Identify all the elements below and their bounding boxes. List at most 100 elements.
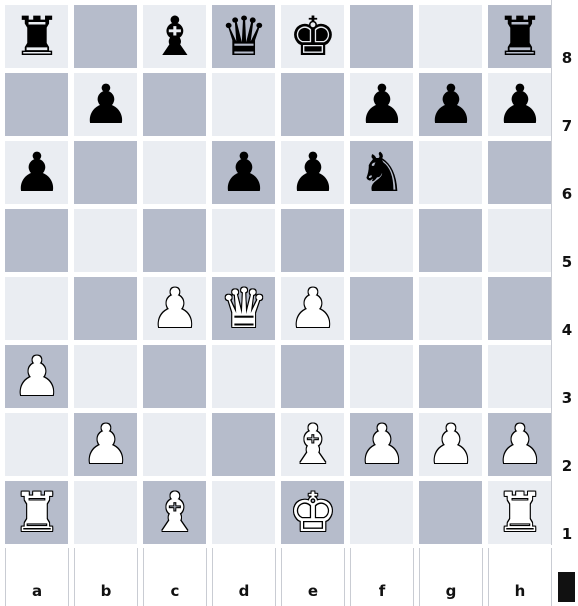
white-king-icon[interactable]: ♚ [281, 481, 345, 545]
square-g3[interactable] [419, 345, 483, 409]
square-a3[interactable]: ♟ [5, 345, 69, 409]
white-rook-icon[interactable]: ♜ [5, 481, 69, 545]
side-to-move-box [552, 545, 578, 603]
white-pawn-icon[interactable]: ♟ [419, 413, 483, 477]
square-d6[interactable]: ♟ [212, 141, 276, 205]
square-f8[interactable] [350, 5, 414, 69]
black-pawn-icon[interactable]: ♟ [488, 73, 552, 137]
square-a6[interactable]: ♟ [5, 141, 69, 205]
square-h2[interactable]: ♟ [488, 413, 552, 477]
square-h8[interactable]: ♜ [488, 5, 552, 69]
square-d1[interactable] [212, 481, 276, 545]
square-e2[interactable]: ♝ [281, 413, 345, 477]
square-c8[interactable]: ♝ [143, 5, 207, 69]
square-h3[interactable] [488, 345, 552, 409]
square-b5[interactable] [74, 209, 138, 273]
square-h1[interactable]: ♜ [488, 481, 552, 545]
square-a5[interactable] [5, 209, 69, 273]
square-f1[interactable] [350, 481, 414, 545]
file-label-e: e [282, 582, 344, 600]
square-g7[interactable]: ♟ [419, 73, 483, 137]
square-a2[interactable] [5, 413, 69, 477]
square-b6[interactable] [74, 141, 138, 205]
white-queen-icon[interactable]: ♛ [212, 277, 276, 341]
black-rook-icon[interactable]: ♜ [488, 5, 552, 69]
square-c4[interactable]: ♟ [143, 277, 207, 341]
white-rook-icon[interactable]: ♜ [488, 481, 552, 545]
square-h6[interactable] [488, 141, 552, 205]
square-a1[interactable]: ♜ [5, 481, 69, 545]
square-c3[interactable] [143, 345, 207, 409]
square-b4[interactable] [74, 277, 138, 341]
square-b7[interactable]: ♟ [74, 73, 138, 137]
square-c7[interactable] [143, 73, 207, 137]
square-d7[interactable] [212, 73, 276, 137]
black-pawn-icon[interactable]: ♟ [74, 73, 138, 137]
black-bishop-icon[interactable]: ♝ [143, 5, 207, 69]
square-e7[interactable] [281, 73, 345, 137]
square-g2[interactable]: ♟ [419, 413, 483, 477]
square-b8[interactable] [74, 5, 138, 69]
black-pawn-icon[interactable]: ♟ [281, 141, 345, 205]
black-rook-icon[interactable]: ♜ [5, 5, 69, 69]
square-c5[interactable] [143, 209, 207, 273]
rank-label-5: 5 [552, 253, 578, 271]
square-h7[interactable]: ♟ [488, 73, 552, 137]
black-pawn-icon[interactable]: ♟ [350, 73, 414, 137]
white-pawn-icon[interactable]: ♟ [281, 277, 345, 341]
square-f2[interactable]: ♟ [350, 413, 414, 477]
black-knight-icon[interactable]: ♞ [350, 141, 414, 205]
white-pawn-icon[interactable]: ♟ [5, 345, 69, 409]
square-e4[interactable]: ♟ [281, 277, 345, 341]
square-e1[interactable]: ♚ [281, 481, 345, 545]
square-f7[interactable]: ♟ [350, 73, 414, 137]
square-c2[interactable] [143, 413, 207, 477]
square-g1[interactable] [419, 481, 483, 545]
square-h4[interactable] [488, 277, 552, 341]
square-a4[interactable] [5, 277, 69, 341]
square-b3[interactable] [74, 345, 138, 409]
file-label-cell-h: h [488, 548, 552, 606]
rank-label-1: 1 [552, 525, 578, 543]
square-d5[interactable] [212, 209, 276, 273]
black-pawn-icon[interactable]: ♟ [212, 141, 276, 205]
black-pawn-icon[interactable]: ♟ [5, 141, 69, 205]
file-label-h: h [489, 582, 551, 600]
square-f5[interactable] [350, 209, 414, 273]
white-pawn-icon[interactable]: ♟ [74, 413, 138, 477]
square-e5[interactable] [281, 209, 345, 273]
square-e8[interactable]: ♚ [281, 5, 345, 69]
rank-label-4: 4 [552, 321, 578, 339]
square-c6[interactable] [143, 141, 207, 205]
black-king-icon[interactable]: ♚ [281, 5, 345, 69]
square-h5[interactable] [488, 209, 552, 273]
file-label-cell-g: g [419, 548, 483, 606]
square-b2[interactable]: ♟ [74, 413, 138, 477]
square-e6[interactable]: ♟ [281, 141, 345, 205]
square-f4[interactable] [350, 277, 414, 341]
square-a7[interactable] [5, 73, 69, 137]
square-g5[interactable] [419, 209, 483, 273]
square-g8[interactable] [419, 5, 483, 69]
square-a8[interactable]: ♜ [5, 5, 69, 69]
rank-label-8: 8 [552, 49, 578, 67]
white-pawn-icon[interactable]: ♟ [350, 413, 414, 477]
square-g6[interactable] [419, 141, 483, 205]
square-c1[interactable]: ♝ [143, 481, 207, 545]
square-d4[interactable]: ♛ [212, 277, 276, 341]
white-pawn-icon[interactable]: ♟ [488, 413, 552, 477]
square-e3[interactable] [281, 345, 345, 409]
square-g4[interactable] [419, 277, 483, 341]
square-d2[interactable] [212, 413, 276, 477]
square-d3[interactable] [212, 345, 276, 409]
white-pawn-icon[interactable]: ♟ [143, 277, 207, 341]
file-label-cell-a: a [5, 548, 69, 606]
white-bishop-icon[interactable]: ♝ [143, 481, 207, 545]
square-d8[interactable]: ♛ [212, 5, 276, 69]
square-f3[interactable] [350, 345, 414, 409]
square-f6[interactable]: ♞ [350, 141, 414, 205]
black-pawn-icon[interactable]: ♟ [419, 73, 483, 137]
black-queen-icon[interactable]: ♛ [212, 5, 276, 69]
square-b1[interactable] [74, 481, 138, 545]
white-bishop-icon[interactable]: ♝ [281, 413, 345, 477]
